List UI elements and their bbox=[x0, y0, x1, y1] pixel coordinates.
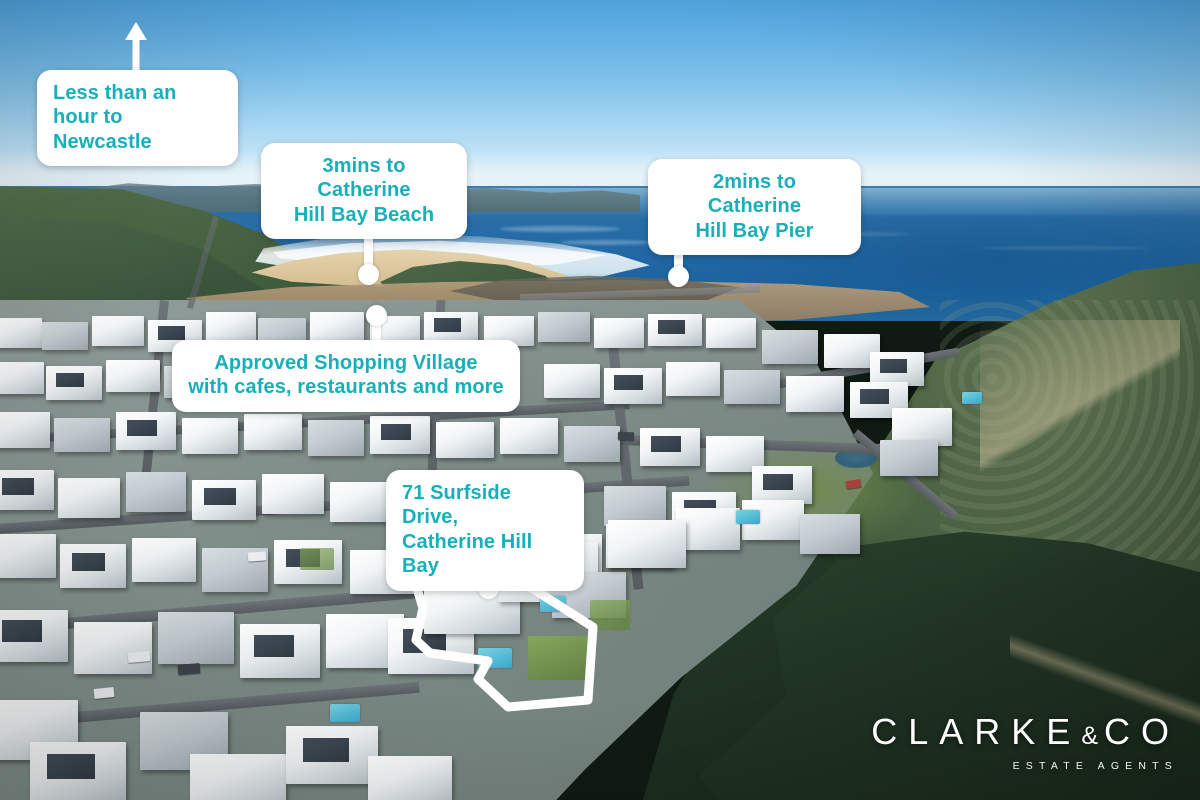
logo-wordmark: CLARKE&CO bbox=[871, 711, 1182, 753]
house bbox=[286, 726, 378, 784]
house bbox=[800, 514, 860, 554]
house bbox=[870, 352, 924, 386]
callout-address[interactable]: 71 Surfside Drive, Catherine Hill Bay bbox=[386, 470, 584, 591]
house bbox=[594, 318, 644, 348]
house bbox=[54, 418, 110, 452]
leader-dot-shopping bbox=[366, 305, 387, 326]
logo-ampersand: & bbox=[1081, 722, 1104, 750]
house bbox=[182, 418, 238, 454]
house bbox=[0, 362, 44, 394]
wave-line bbox=[560, 240, 650, 245]
leader-dot-pier bbox=[668, 266, 689, 287]
house bbox=[648, 314, 702, 346]
house bbox=[30, 742, 126, 800]
bush-walking-track bbox=[980, 320, 1180, 500]
house bbox=[666, 362, 720, 396]
house bbox=[74, 622, 152, 674]
house bbox=[330, 482, 390, 522]
house bbox=[604, 486, 666, 526]
bush-fire-trail bbox=[1010, 560, 1200, 800]
house bbox=[60, 544, 126, 588]
lawn bbox=[528, 636, 590, 680]
house bbox=[752, 466, 812, 504]
logo-word-co: CO bbox=[1104, 711, 1180, 752]
house bbox=[0, 470, 54, 510]
house bbox=[42, 322, 88, 350]
house bbox=[244, 414, 302, 450]
house bbox=[92, 316, 144, 346]
house bbox=[706, 318, 756, 348]
house bbox=[436, 422, 494, 458]
neighbour-house bbox=[608, 520, 686, 568]
swimming-pool bbox=[962, 392, 982, 404]
house bbox=[190, 754, 286, 800]
house bbox=[158, 612, 234, 664]
wave-line bbox=[500, 226, 620, 232]
house bbox=[640, 428, 700, 466]
callout-newcastle[interactable]: Less than an hour to Newcastle bbox=[37, 70, 238, 167]
house bbox=[0, 534, 56, 578]
house bbox=[370, 416, 430, 454]
house bbox=[544, 364, 600, 398]
house bbox=[762, 330, 818, 364]
house bbox=[538, 312, 590, 342]
house bbox=[880, 440, 938, 476]
house bbox=[206, 312, 256, 342]
house bbox=[368, 756, 452, 800]
callout-shopping-village[interactable]: Approved Shopping Village with cafes, re… bbox=[172, 340, 520, 412]
house bbox=[126, 472, 186, 512]
house bbox=[116, 412, 176, 450]
house bbox=[0, 318, 42, 348]
swimming-pool bbox=[736, 510, 760, 524]
house bbox=[604, 368, 662, 404]
leader-line-shopping bbox=[372, 312, 381, 352]
house bbox=[46, 366, 102, 400]
brand-logo: CLARKE&CO ESTATE AGENTS bbox=[871, 711, 1182, 772]
house bbox=[0, 412, 50, 448]
house bbox=[310, 312, 364, 342]
house bbox=[424, 312, 478, 344]
house bbox=[564, 426, 620, 462]
house bbox=[0, 610, 68, 662]
logo-tagline: ESTATE AGENTS bbox=[1012, 760, 1178, 772]
house bbox=[106, 360, 160, 392]
house bbox=[132, 538, 196, 582]
house bbox=[500, 418, 558, 454]
house bbox=[892, 408, 952, 446]
lawn bbox=[300, 548, 334, 570]
leader-dot-beach bbox=[358, 264, 379, 285]
swimming-pool bbox=[330, 704, 360, 722]
property-boundary-polygon bbox=[410, 568, 598, 712]
house bbox=[308, 420, 364, 456]
house bbox=[240, 624, 320, 678]
callout-pier[interactable]: 2mins to Catherine Hill Bay Pier bbox=[648, 159, 861, 256]
house bbox=[724, 370, 780, 404]
house bbox=[192, 480, 256, 520]
logo-word-clarke: CLARKE bbox=[871, 711, 1082, 752]
house bbox=[786, 376, 844, 412]
wave-line bbox=[980, 246, 1150, 250]
callout-beach[interactable]: 3mins to Catherine Hill Bay Beach bbox=[261, 143, 467, 240]
house bbox=[676, 508, 740, 550]
house bbox=[58, 478, 120, 518]
house bbox=[262, 474, 324, 514]
